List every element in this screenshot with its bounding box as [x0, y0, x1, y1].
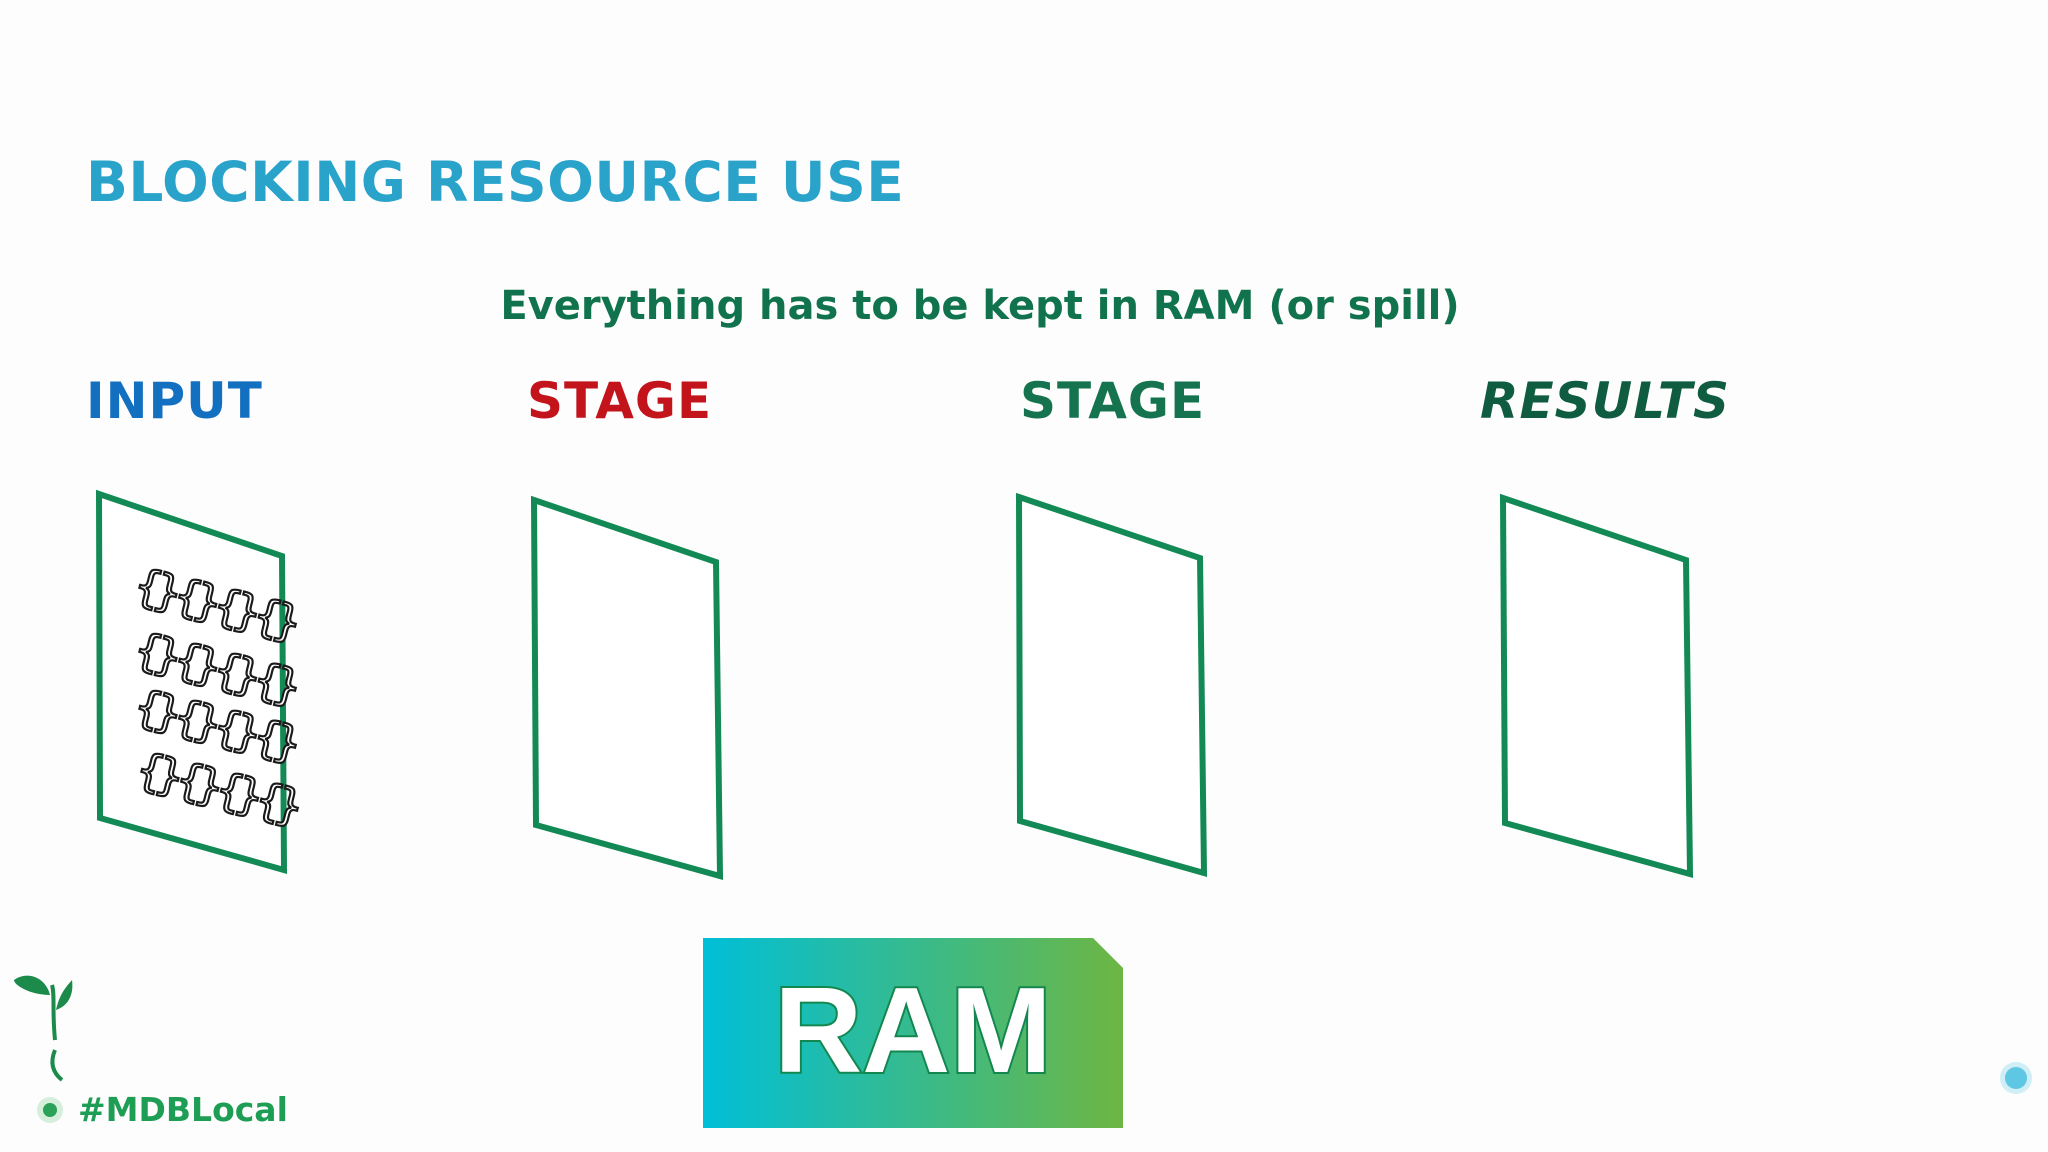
- ram-label: RAM: [772, 960, 1054, 1100]
- slide-title: BLOCKING RESOURCE USE: [86, 150, 905, 214]
- slide-subtitle: Everything has to be kept in RAM (or spi…: [500, 283, 1460, 329]
- column-label-results: RESULTS: [1480, 372, 1730, 430]
- stage-1-frame: [530, 495, 724, 880]
- column-label-input: INPUT: [86, 372, 263, 430]
- column-label-stage-1: STAGE: [527, 372, 713, 430]
- stage-2-frame: [1015, 492, 1208, 877]
- timeline-start-dot-icon: [37, 1097, 63, 1123]
- results-frame: [1499, 493, 1694, 878]
- event-hashtag: #MDBLocal: [78, 1090, 288, 1129]
- column-label-stage-2: STAGE: [1020, 372, 1206, 430]
- input-frame: [95, 489, 288, 874]
- sprout-icon: [14, 975, 73, 1082]
- timeline-end-dot-icon: [2000, 1062, 2032, 1094]
- ram-block: [703, 938, 1123, 1128]
